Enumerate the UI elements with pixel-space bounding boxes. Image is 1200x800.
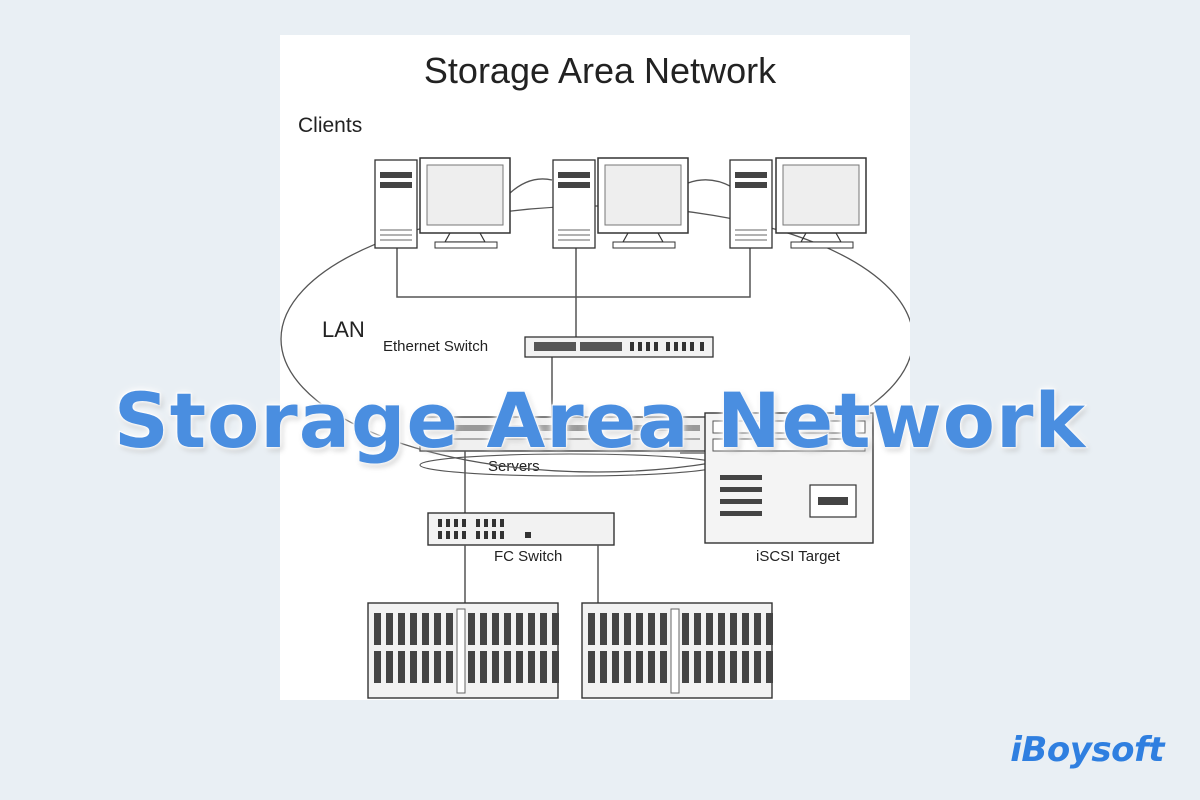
drive-bay bbox=[600, 651, 607, 683]
drive-bay bbox=[766, 613, 773, 645]
drive-bay bbox=[742, 613, 749, 645]
drive-bay bbox=[422, 651, 429, 683]
drive-bay bbox=[648, 613, 655, 645]
server-unit-icon bbox=[419, 416, 721, 477]
drive-bay bbox=[694, 613, 701, 645]
drive-bay bbox=[434, 651, 441, 683]
drive-bay bbox=[504, 651, 511, 683]
drive-bay bbox=[552, 651, 559, 683]
drive-bay bbox=[446, 613, 453, 645]
drive-bay bbox=[410, 613, 417, 645]
drive-bay bbox=[410, 651, 417, 683]
drive-bay bbox=[540, 651, 547, 683]
drive-bay bbox=[706, 651, 713, 683]
drive-bay bbox=[386, 613, 393, 645]
drive-bay bbox=[648, 651, 655, 683]
drive-bay bbox=[682, 613, 689, 645]
drive-bay bbox=[492, 651, 499, 683]
drive-bay bbox=[528, 651, 535, 683]
drive-bay bbox=[516, 613, 523, 645]
lan-ellipse bbox=[280, 205, 910, 473]
drive-bay bbox=[624, 651, 631, 683]
drive-bay bbox=[422, 613, 429, 645]
diagram-panel: Storage Area Network Clients LAN Etherne… bbox=[280, 35, 910, 700]
drive-bay bbox=[528, 613, 535, 645]
drive-bay bbox=[660, 613, 667, 645]
iscsi-target-icon bbox=[704, 412, 874, 544]
drive-bay bbox=[742, 651, 749, 683]
client-link-arc bbox=[509, 178, 733, 194]
drive-bay bbox=[730, 613, 737, 645]
drive-bay bbox=[660, 651, 667, 683]
drive-bay bbox=[552, 613, 559, 645]
drive-bay bbox=[682, 651, 689, 683]
drive-bay bbox=[636, 651, 643, 683]
drive-bay bbox=[468, 613, 475, 645]
drive-bay bbox=[694, 651, 701, 683]
storage-array-icon bbox=[581, 602, 773, 699]
drive-bay bbox=[624, 613, 631, 645]
drive-bay bbox=[468, 651, 475, 683]
drive-bay bbox=[588, 613, 595, 645]
drive-bay bbox=[754, 651, 761, 683]
diagram-title: Storage Area Network bbox=[424, 50, 777, 91]
client-lan-wiring bbox=[396, 248, 751, 343]
drive-bay bbox=[766, 651, 773, 683]
drive-bay bbox=[434, 613, 441, 645]
client-computer bbox=[374, 157, 511, 249]
servers-label: Servers bbox=[488, 458, 540, 475]
drive-bay bbox=[540, 613, 547, 645]
fc-switch-icon bbox=[427, 512, 615, 546]
client-computer bbox=[729, 157, 867, 249]
drive-bay bbox=[480, 651, 487, 683]
drive-bay bbox=[446, 651, 453, 683]
drive-bay bbox=[612, 651, 619, 683]
drive-bay bbox=[480, 613, 487, 645]
iscsi-target-label: iSCSI Target bbox=[756, 548, 841, 565]
drive-bay bbox=[612, 613, 619, 645]
drive-bay bbox=[706, 613, 713, 645]
drive-bay bbox=[398, 613, 405, 645]
clients-label: Clients bbox=[298, 114, 362, 137]
drive-bay bbox=[504, 613, 511, 645]
san-diagram: Storage Area Network Clients LAN Etherne… bbox=[280, 50, 910, 699]
client-computer bbox=[552, 157, 689, 249]
drive-bay bbox=[386, 651, 393, 683]
drive-bay bbox=[516, 651, 523, 683]
drive-bay bbox=[374, 613, 381, 645]
drive-bay bbox=[398, 651, 405, 683]
overlay-title: Storage Area Network bbox=[113, 375, 1086, 466]
drive-bay bbox=[718, 613, 725, 645]
fc-storage-links bbox=[464, 545, 599, 607]
fc-switch-label: FC Switch bbox=[494, 548, 562, 565]
drive-bay bbox=[600, 613, 607, 645]
ethernet-switch-icon bbox=[524, 336, 714, 358]
drive-bay bbox=[374, 651, 381, 683]
drive-bay bbox=[730, 651, 737, 683]
drive-bay bbox=[588, 651, 595, 683]
drive-bay bbox=[492, 613, 499, 645]
iboysoft-logo: iBoysoft bbox=[1010, 730, 1164, 770]
drive-bay bbox=[636, 613, 643, 645]
drive-bay bbox=[754, 613, 761, 645]
lan-label: LAN bbox=[322, 317, 365, 342]
storage-array-icon bbox=[367, 602, 559, 699]
ethernet-switch-label: Ethernet Switch bbox=[383, 338, 488, 355]
drive-bay bbox=[718, 651, 725, 683]
